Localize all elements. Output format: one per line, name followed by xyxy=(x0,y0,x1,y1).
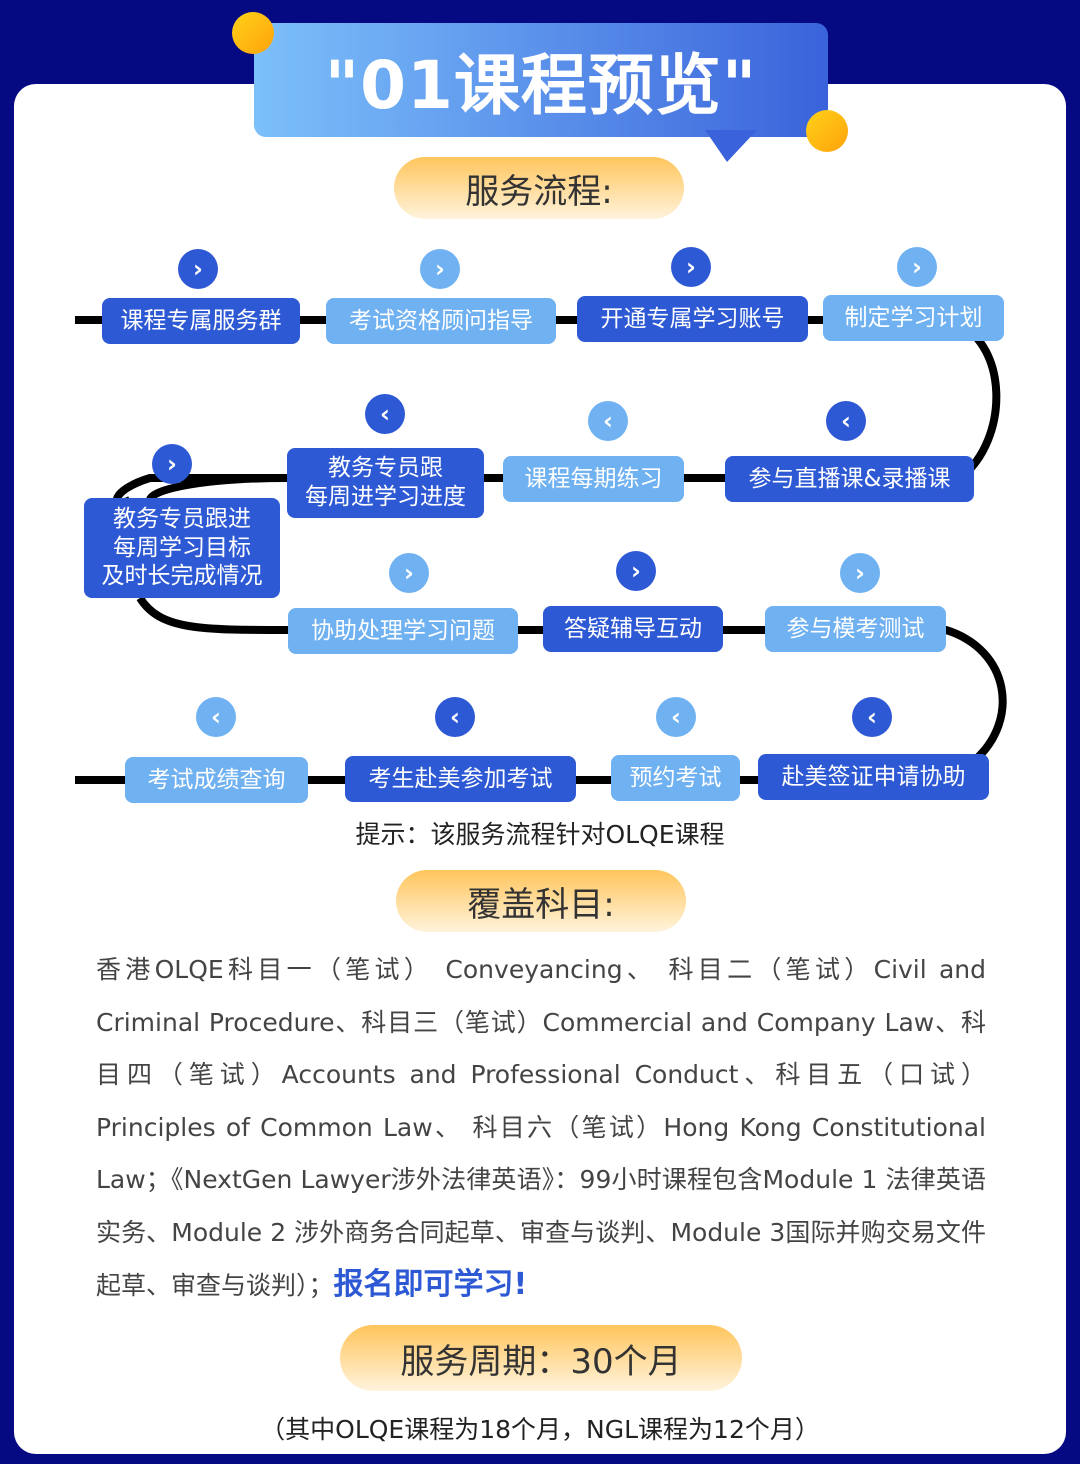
banner-tail xyxy=(705,130,757,162)
chevron-left-icon: ‹ xyxy=(826,401,866,441)
chevron-right-icon: › xyxy=(840,553,880,593)
flow-step: 协助处理学习问题 xyxy=(288,608,518,654)
flow-step: 教务专员跟进 每周学习目标 及时长完成情况 xyxy=(84,498,280,598)
section-subjects-title: 覆盖科目: xyxy=(396,870,686,932)
flow-step: 参与模考测试 xyxy=(765,606,946,652)
chevron-left-icon: ‹ xyxy=(196,697,236,737)
section-process-title: 服务流程: xyxy=(394,157,684,219)
flow-step: 赴美签证申请协助 xyxy=(758,754,989,800)
period-note: （其中OLQE课程为18个月，NGL课程为12个月） xyxy=(260,1415,820,1444)
chevron-left-icon: ‹ xyxy=(365,394,405,434)
decor-dot xyxy=(806,110,848,152)
flow-step: 预约考试 xyxy=(611,755,740,801)
flow-step: 课程专属服务群 xyxy=(102,298,300,344)
enroll-highlight: 报名即可学习! xyxy=(333,1267,528,1302)
chevron-right-icon: › xyxy=(152,444,192,484)
flow-step: 参与直播课&录播课 xyxy=(725,456,974,502)
subjects-text: 香港OLQE科目一（笔试） Conveyancing、 科目二（笔试）Civil… xyxy=(96,955,986,1300)
chevron-left-icon: ‹ xyxy=(852,697,892,737)
chevron-left-icon: ‹ xyxy=(588,401,628,441)
chevron-right-icon: › xyxy=(671,247,711,287)
service-period: 服务周期：30个月 xyxy=(340,1325,742,1391)
flow-step: 教务专员跟 每周进学习进度 xyxy=(287,448,484,518)
subjects-description: 香港OLQE科目一（笔试） Conveyancing、 科目二（笔试）Civil… xyxy=(96,944,986,1313)
flow-step: 制定学习计划 xyxy=(823,295,1004,341)
flow-step: 考试成绩查询 xyxy=(125,757,308,803)
flow-step: 考生赴美参加考试 xyxy=(345,756,576,802)
flow-step: 开通专属学习账号 xyxy=(577,296,808,342)
chevron-right-icon: › xyxy=(178,249,218,289)
flow-step: 课程每期练习 xyxy=(503,456,684,502)
chevron-right-icon: › xyxy=(897,247,937,287)
flow-step: 答疑辅导互动 xyxy=(543,606,723,652)
chevron-right-icon: › xyxy=(420,249,460,289)
chevron-right-icon: › xyxy=(389,553,429,593)
flow-step: 考试资格顾问指导 xyxy=(326,298,556,344)
decor-dot xyxy=(232,12,274,54)
chevron-left-icon: ‹ xyxy=(656,697,696,737)
chevron-right-icon: › xyxy=(616,551,656,591)
chevron-left-icon: ‹ xyxy=(435,697,475,737)
page-title: "01课程预览" xyxy=(254,23,828,137)
flow-note: 提示：该服务流程针对OLQE课程 xyxy=(355,820,725,849)
